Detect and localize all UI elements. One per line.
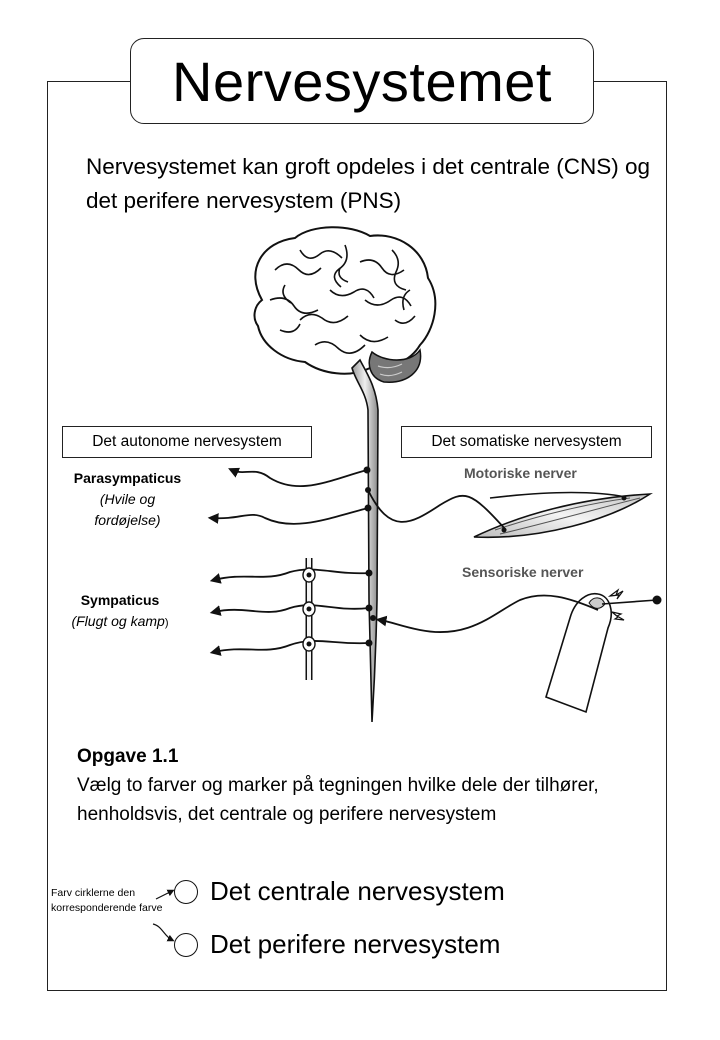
sensory-nerve xyxy=(375,594,599,633)
sensory-nerves-label: Sensoriske nerver xyxy=(462,564,584,580)
parasympathetic-label: Parasympaticus (Hvile og fordøjelse) xyxy=(55,468,200,531)
sympathetic-label: Sympaticus (Flugt og kamp) xyxy=(45,590,195,634)
task-block: Opgave 1.1 Vælg to farver og marker på t… xyxy=(77,742,657,829)
spinal-cord xyxy=(351,358,379,723)
legend-circle-central[interactable] xyxy=(174,879,198,904)
autonomic-nerves xyxy=(207,467,370,656)
brain-icon xyxy=(253,226,437,383)
sympathetic-chain xyxy=(302,558,316,680)
coloring-note: Farv cirklerne den korresponderende farv… xyxy=(51,887,163,914)
legend-central: Det centrale nervesystem xyxy=(174,876,505,907)
pain-spark-icon xyxy=(607,588,625,621)
legend-circle-perifere[interactable] xyxy=(174,932,198,957)
sympathetic-desc: (Flugt og kamp xyxy=(71,613,165,629)
title-box: Nervesystemet xyxy=(130,38,594,124)
intro-text: Nervesystemet kan groft opdeles i det ce… xyxy=(86,154,651,213)
sympathetic-name: Sympaticus xyxy=(80,592,160,608)
legend-perifere: Det perifere nervesystem xyxy=(174,929,500,960)
pin-icon xyxy=(601,599,658,605)
page-title: Nervesystemet xyxy=(172,49,552,113)
autonomic-label: Det autonome nervesystem xyxy=(92,433,282,450)
task-heading: Opgave 1.1 xyxy=(77,746,179,767)
sympathetic-desc-end: ) xyxy=(164,617,169,629)
motor-nerve xyxy=(367,489,507,531)
task-text: Vælg to farver og marker på tegningen hv… xyxy=(77,775,599,825)
somatic-label: Det somatiske nervesystem xyxy=(431,433,622,450)
parasympathetic-name: Parasympaticus xyxy=(73,470,182,486)
legend-perifere-label: Det perifere nervesystem xyxy=(210,929,501,959)
motor-nerves-label: Motoriske nerver xyxy=(464,465,577,481)
autonomic-label-box: Det autonome nervesystem xyxy=(62,426,312,458)
parasympathetic-desc-2: fordøjelse) xyxy=(94,512,161,528)
parasympathetic-desc-1: (Hvile og xyxy=(99,491,156,507)
muscle-icon xyxy=(473,493,653,539)
somatic-label-box: Det somatiske nervesystem xyxy=(401,426,652,458)
legend-central-label: Det centrale nervesystem xyxy=(210,876,505,906)
